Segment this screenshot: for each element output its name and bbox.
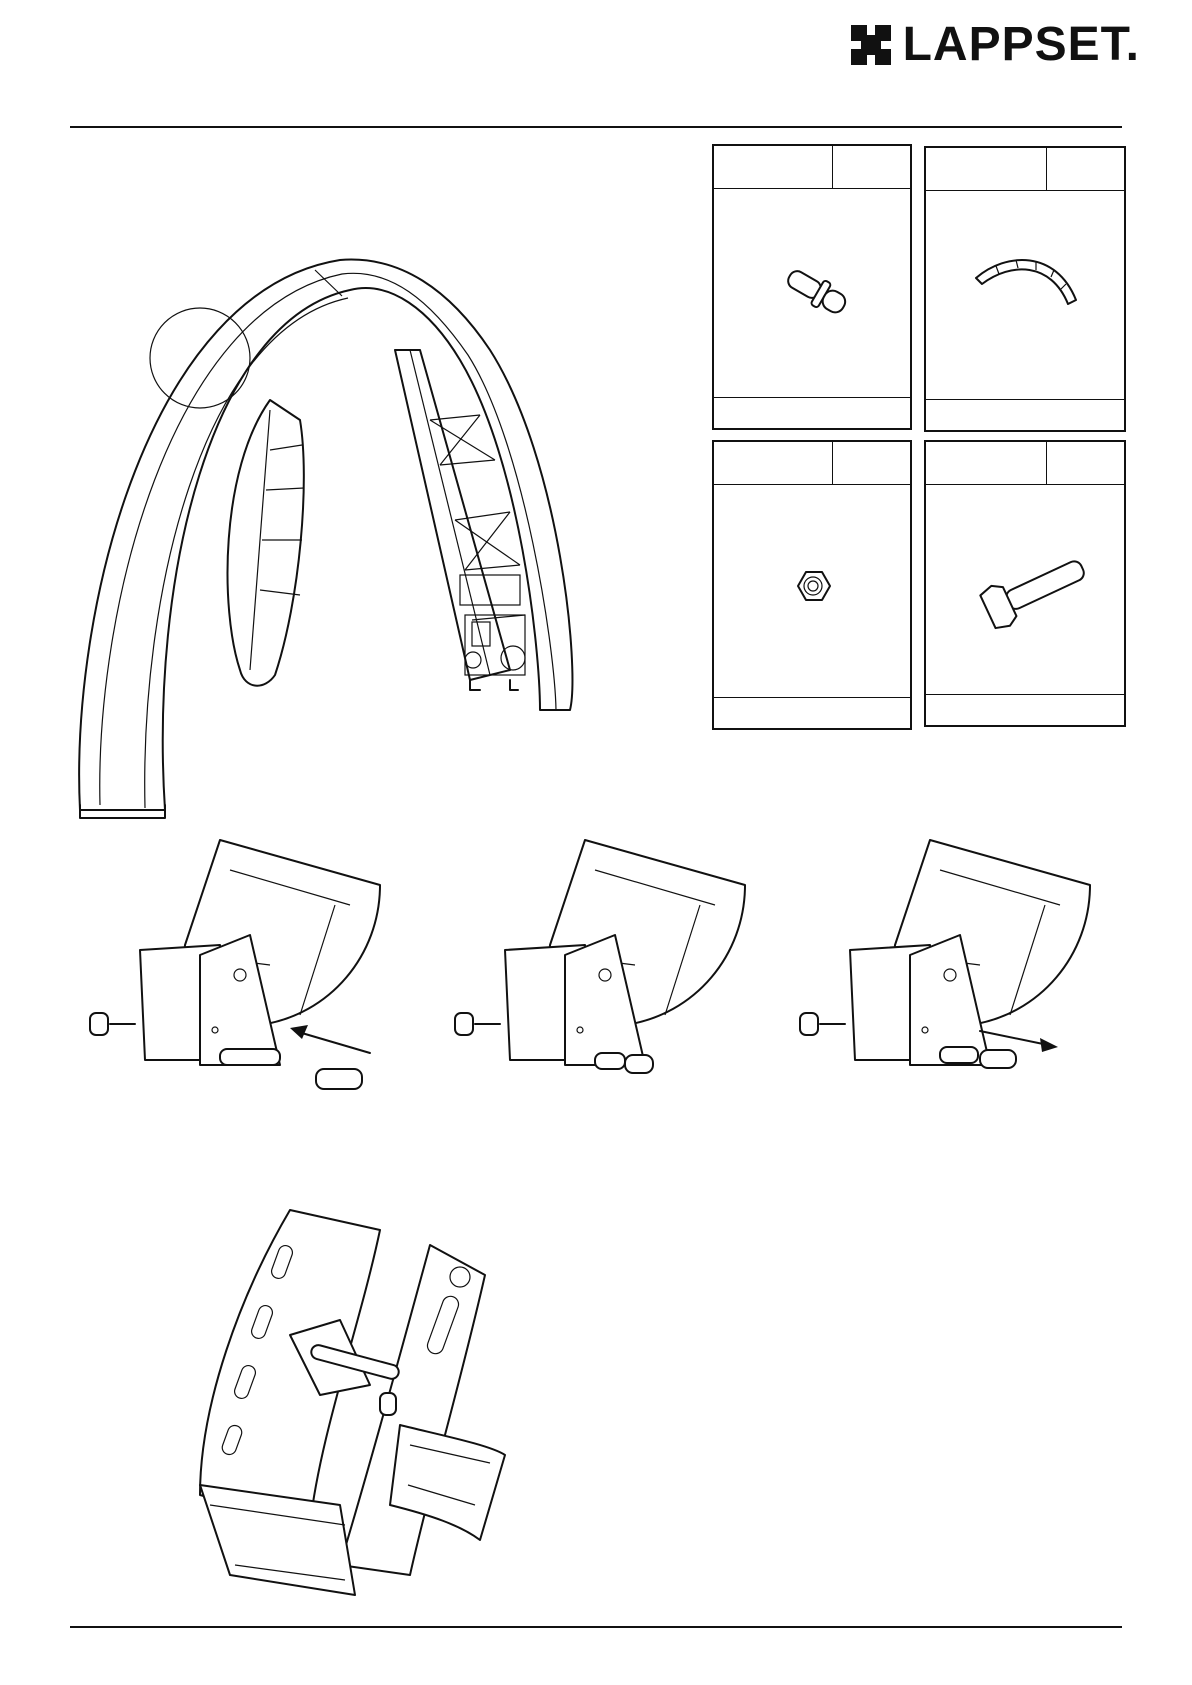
- step-3-illustration: [790, 835, 1110, 1095]
- part-box-footer: [926, 399, 1124, 430]
- pin-icon: [714, 188, 910, 402]
- part-box-hex-bolt: [924, 440, 1126, 727]
- curved-strip-icon: [926, 190, 1124, 404]
- lock-nut-icon: [714, 484, 910, 702]
- footer-rule: [70, 1626, 1122, 1628]
- part-box-footer: [926, 694, 1124, 725]
- header-rule: [70, 126, 1122, 128]
- hex-bolt-icon: [926, 484, 1124, 699]
- step-2-illustration: [445, 835, 765, 1095]
- part-box-curved-strip: [924, 146, 1126, 432]
- step-1-illustration: [80, 835, 400, 1095]
- part-box-footer: [714, 697, 910, 728]
- brand-name: LAPPSET.: [903, 21, 1140, 69]
- arch-illustration: [70, 250, 650, 830]
- part-box-header: [714, 146, 910, 189]
- part-box-footer: [714, 397, 910, 428]
- part-box-header: [926, 442, 1124, 485]
- part-box-header: [714, 442, 910, 485]
- part-box-lock-nut: [712, 440, 912, 730]
- lappset-mark-icon: [847, 21, 895, 69]
- frame-detail-illustration: [140, 1205, 520, 1595]
- lappset-logo: LAPPSET.: [847, 20, 1140, 70]
- part-box-pin: [712, 144, 912, 430]
- part-box-header: [926, 148, 1124, 191]
